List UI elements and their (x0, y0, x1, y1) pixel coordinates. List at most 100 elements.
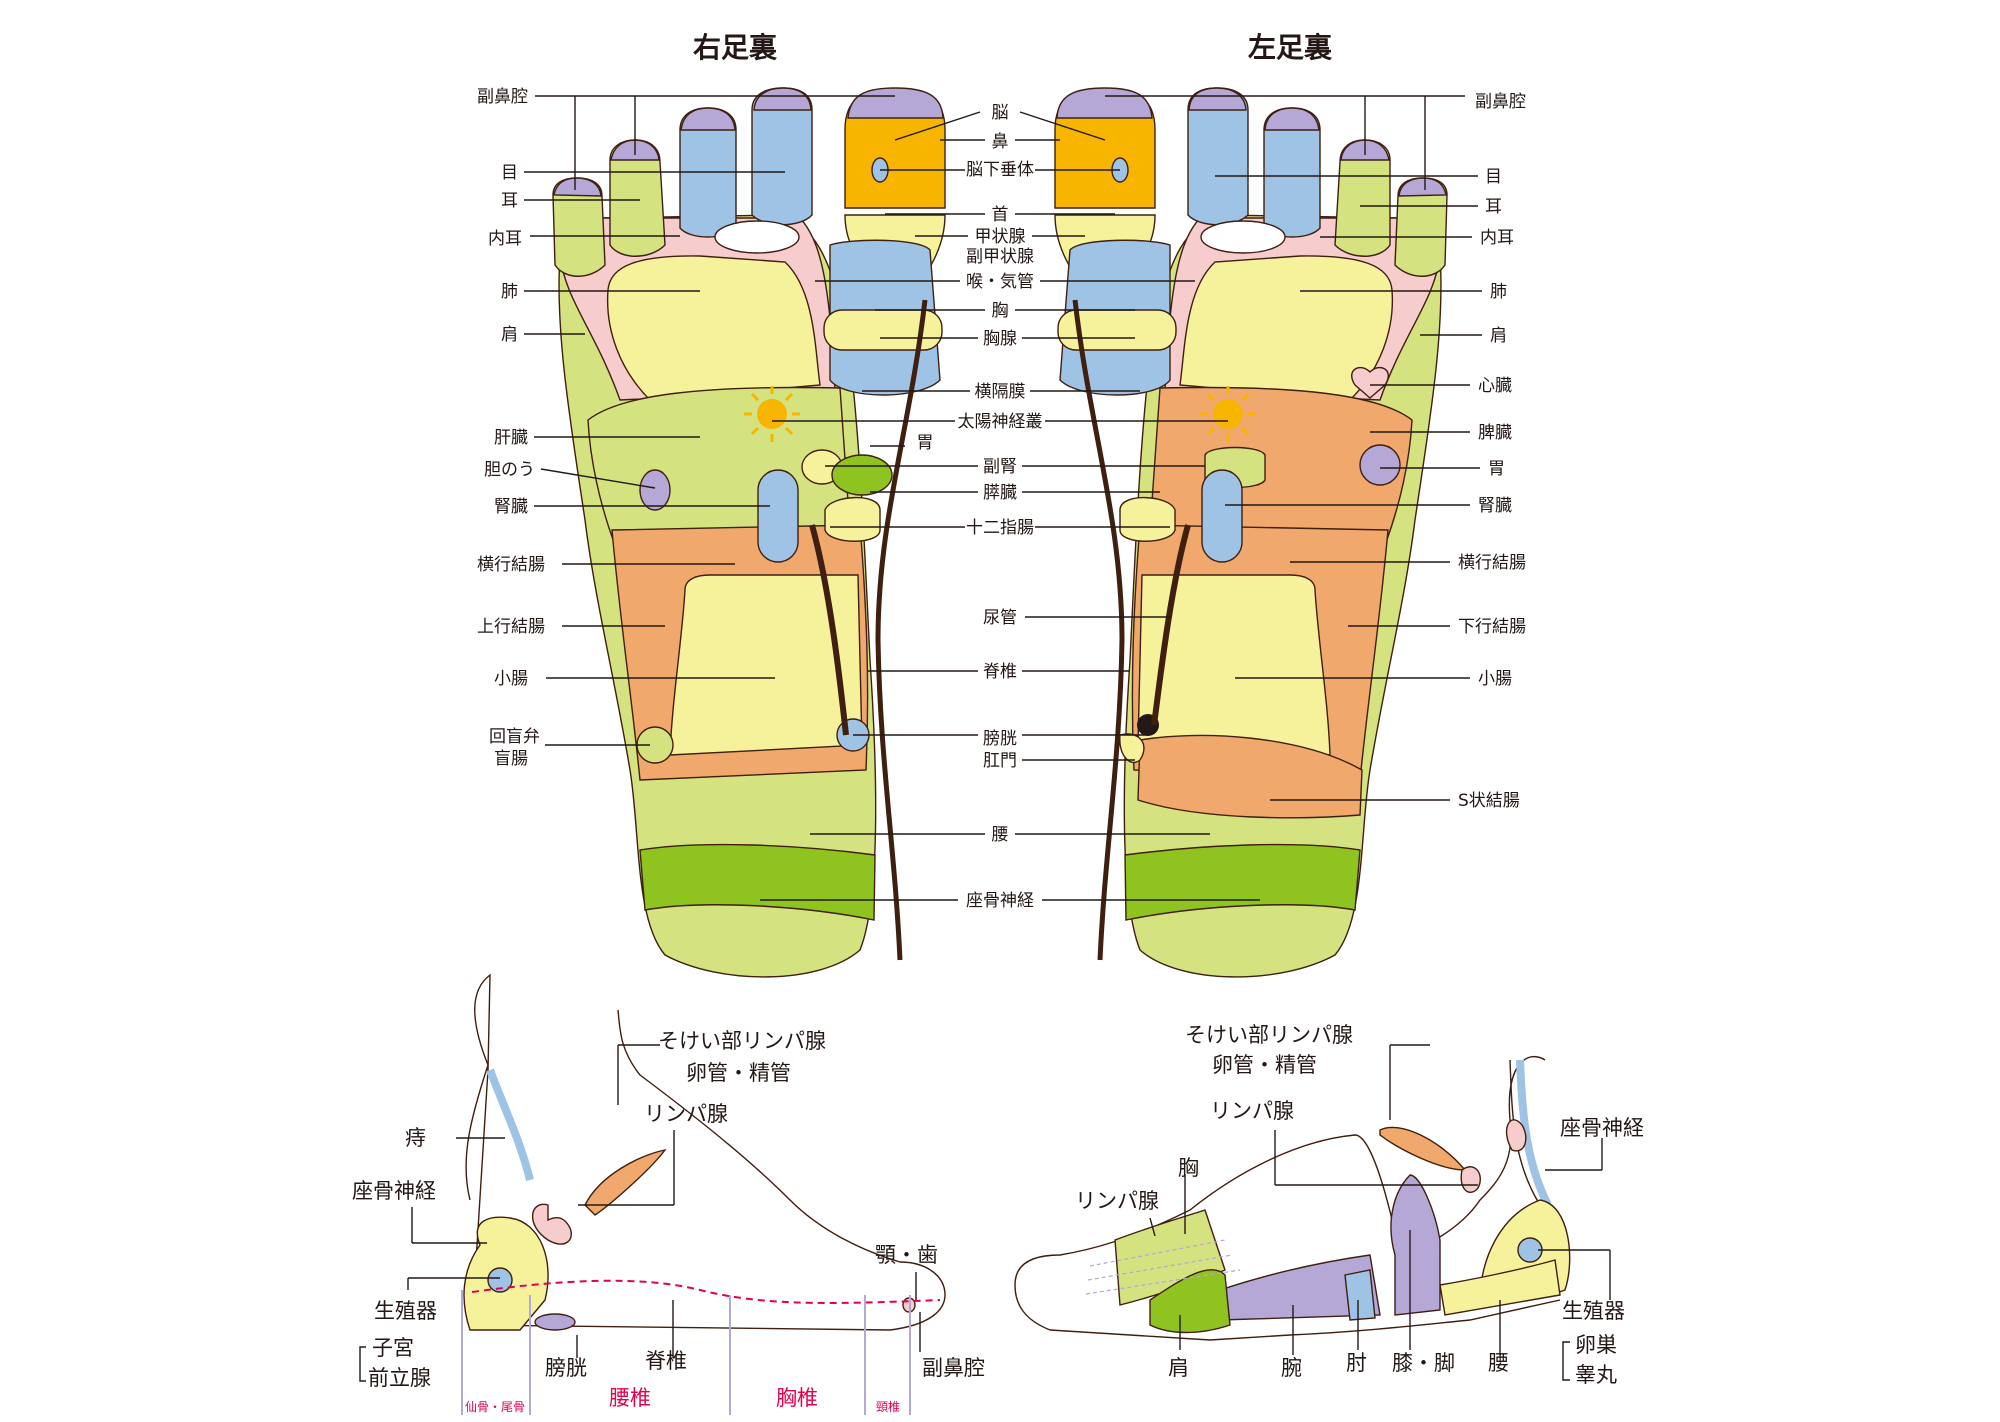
inner-ankle-pink (531, 1203, 572, 1245)
left-sigmoid-region (1137, 734, 1363, 819)
left-stomach (1359, 444, 1401, 486)
label-stomach-l: 胃 (1488, 459, 1505, 479)
label-thymus: 胸腺 (983, 329, 1017, 349)
inner-label-lumbar: 腰椎 (609, 1386, 651, 1410)
inner-label-sciatic: 座骨神経 (352, 1179, 436, 1203)
label-gallbladder-r: 胆のう (484, 460, 535, 480)
label-chest: 胸 (992, 301, 1009, 321)
outer-label-genital: 生殖器 (1562, 1299, 1625, 1323)
label-solar-plexus: 太陽神経叢 (958, 412, 1043, 432)
right-kidney (757, 469, 799, 563)
outer-chest (1114, 1209, 1226, 1306)
outer-lymph-band (1379, 1126, 1467, 1171)
inner-label-lymph: リンパ腺 (644, 1102, 728, 1126)
outer-label-testis: 睾丸 (1575, 1363, 1617, 1387)
label-adrenal: 副腎 (983, 457, 1017, 477)
right-toe-2-tip (753, 87, 812, 111)
label-inner-ear-l: 内耳 (1480, 228, 1514, 248)
outer-heel-pink (1505, 1119, 1527, 1152)
right-toe-4 (609, 139, 666, 257)
label-lung-r: 肺 (501, 282, 518, 302)
right-gallbladder (639, 469, 671, 511)
inner-label-hemorrhoid: 痔 (405, 1126, 426, 1150)
label-brain: 脳 (992, 103, 1009, 123)
label-kidney-l: 腎臓 (1478, 496, 1512, 516)
label-small-intestine-l: 小腸 (1478, 669, 1512, 689)
label-spine: 脊椎 (983, 662, 1017, 682)
label-cecum-r: 盲腸 (494, 749, 528, 769)
inner-label-sinus: 副鼻腔 (922, 1356, 985, 1380)
left-ureter-line (1151, 524, 1191, 726)
inner-label-groin-lymph: そけい部リンパ腺 (658, 1029, 826, 1053)
left-sole-right-labels: 副鼻腔 目 耳 内耳 肺 肩 心臓 脾臓 胃 腎臓 横行結腸 下行結腸 小腸 S… (1105, 92, 1526, 811)
left-toe-5-tip (1398, 177, 1447, 197)
inner-label-genital: 生殖器 (374, 1299, 437, 1323)
right-duodenum-blob (824, 496, 881, 542)
center-labels: 脳 鼻 脳下垂体 首 甲状腺 副甲状腺 喉・気管 胸 胸腺 横隔膜 太陽神経叢 … (760, 103, 1260, 911)
left-sinus-gap (1200, 220, 1286, 254)
left-anus (1119, 733, 1145, 763)
right-small-intestine (669, 574, 863, 756)
inner-label-oviduct: 卵管・精管 (686, 1061, 791, 1085)
label-neck: 首 (992, 205, 1009, 225)
outer-side-view: そけい部リンパ腺 卵管・精管 リンパ腺 胸 リンパ腺 座骨神経 生殖器 卵巣 睾… (1014, 1023, 1644, 1387)
outer-label-ovary: 卵巣 (1575, 1333, 1617, 1357)
label-ear-l: 耳 (1485, 197, 1502, 217)
label-thyroid: 甲状腺 (975, 227, 1026, 247)
label-sinus-l: 副鼻腔 (1475, 92, 1526, 112)
inner-label-thoracic: 胸椎 (776, 1386, 818, 1410)
right-big-toe-tip (847, 87, 944, 119)
left-toe-5 (1394, 177, 1448, 277)
label-lung-l: 肺 (1490, 282, 1507, 302)
left-duodenum-blob (1119, 496, 1176, 542)
right-lung-region (606, 255, 821, 401)
right-sole-title: 右足裏 (693, 31, 778, 64)
label-bladder: 膀胱 (983, 729, 1017, 749)
inner-label-prostate: 前立腺 (368, 1366, 431, 1390)
left-spine-line (1072, 299, 1125, 961)
label-pancreas: 膵臓 (983, 483, 1017, 503)
label-inner-ear-r: 内耳 (488, 229, 522, 249)
inner-bladder-point (534, 1313, 576, 1331)
label-small-intestine-r: 小腸 (494, 669, 528, 689)
left-sole-title: 左足裏 (1248, 31, 1333, 64)
label-transverse-colon-l: 横行結腸 (1458, 553, 1526, 573)
inner-label-sacrum: 仙骨・尾骨 (465, 1400, 525, 1414)
right-pancreas-blob (831, 454, 893, 496)
right-sole-figure (552, 87, 946, 978)
label-eye-r: 目 (501, 163, 518, 183)
label-throat-trachea: 喉・気管 (966, 272, 1034, 292)
right-spine-line (875, 299, 928, 961)
label-heart-l: 心臓 (1478, 376, 1512, 396)
inner-label-uterus: 子宮 (372, 1336, 414, 1360)
outer-arm-band (1219, 1254, 1381, 1321)
inner-side-view: そけい部リンパ腺 卵管・精管 リンパ腺 痔 座骨神経 生殖器 子宮 前立腺 膀胱… (352, 973, 985, 1415)
label-kidney-r: 腎臓 (494, 497, 528, 517)
left-toe-2-tip (1188, 87, 1247, 111)
inner-label-cervical: 頸椎 (876, 1399, 900, 1414)
label-sinus-r: 副鼻腔 (477, 87, 528, 107)
label-ear-r: 耳 (501, 191, 518, 211)
label-waist: 腰 (992, 825, 1009, 845)
right-toe-5 (552, 177, 606, 277)
label-transverse-colon-r: 横行結腸 (477, 555, 545, 575)
label-ureter: 尿管 (983, 608, 1017, 628)
right-ureter-line (809, 524, 849, 736)
left-toe-3-tip (1264, 107, 1320, 131)
right-toe-3-tip (680, 107, 736, 131)
inner-label-jaw-teeth: 顎・歯 (875, 1243, 938, 1267)
left-sciatic-band (1124, 843, 1361, 921)
left-toe-4 (1334, 139, 1391, 257)
left-sole-figure (1054, 87, 1448, 978)
right-sciatic-band (639, 843, 876, 921)
outer-label-arm: 腕 (1281, 1356, 1302, 1380)
label-ileocecal-valve-r: 回盲弁 (489, 727, 540, 747)
outer-elbow (1344, 1269, 1376, 1321)
label-shoulder-l: 肩 (1490, 326, 1507, 346)
inner-spine-dashed-line (471, 1279, 941, 1304)
left-small-intestine (1137, 574, 1331, 756)
label-diaphragm: 横隔膜 (975, 382, 1026, 402)
outer-label-sciatic: 座骨神経 (1560, 1116, 1644, 1140)
